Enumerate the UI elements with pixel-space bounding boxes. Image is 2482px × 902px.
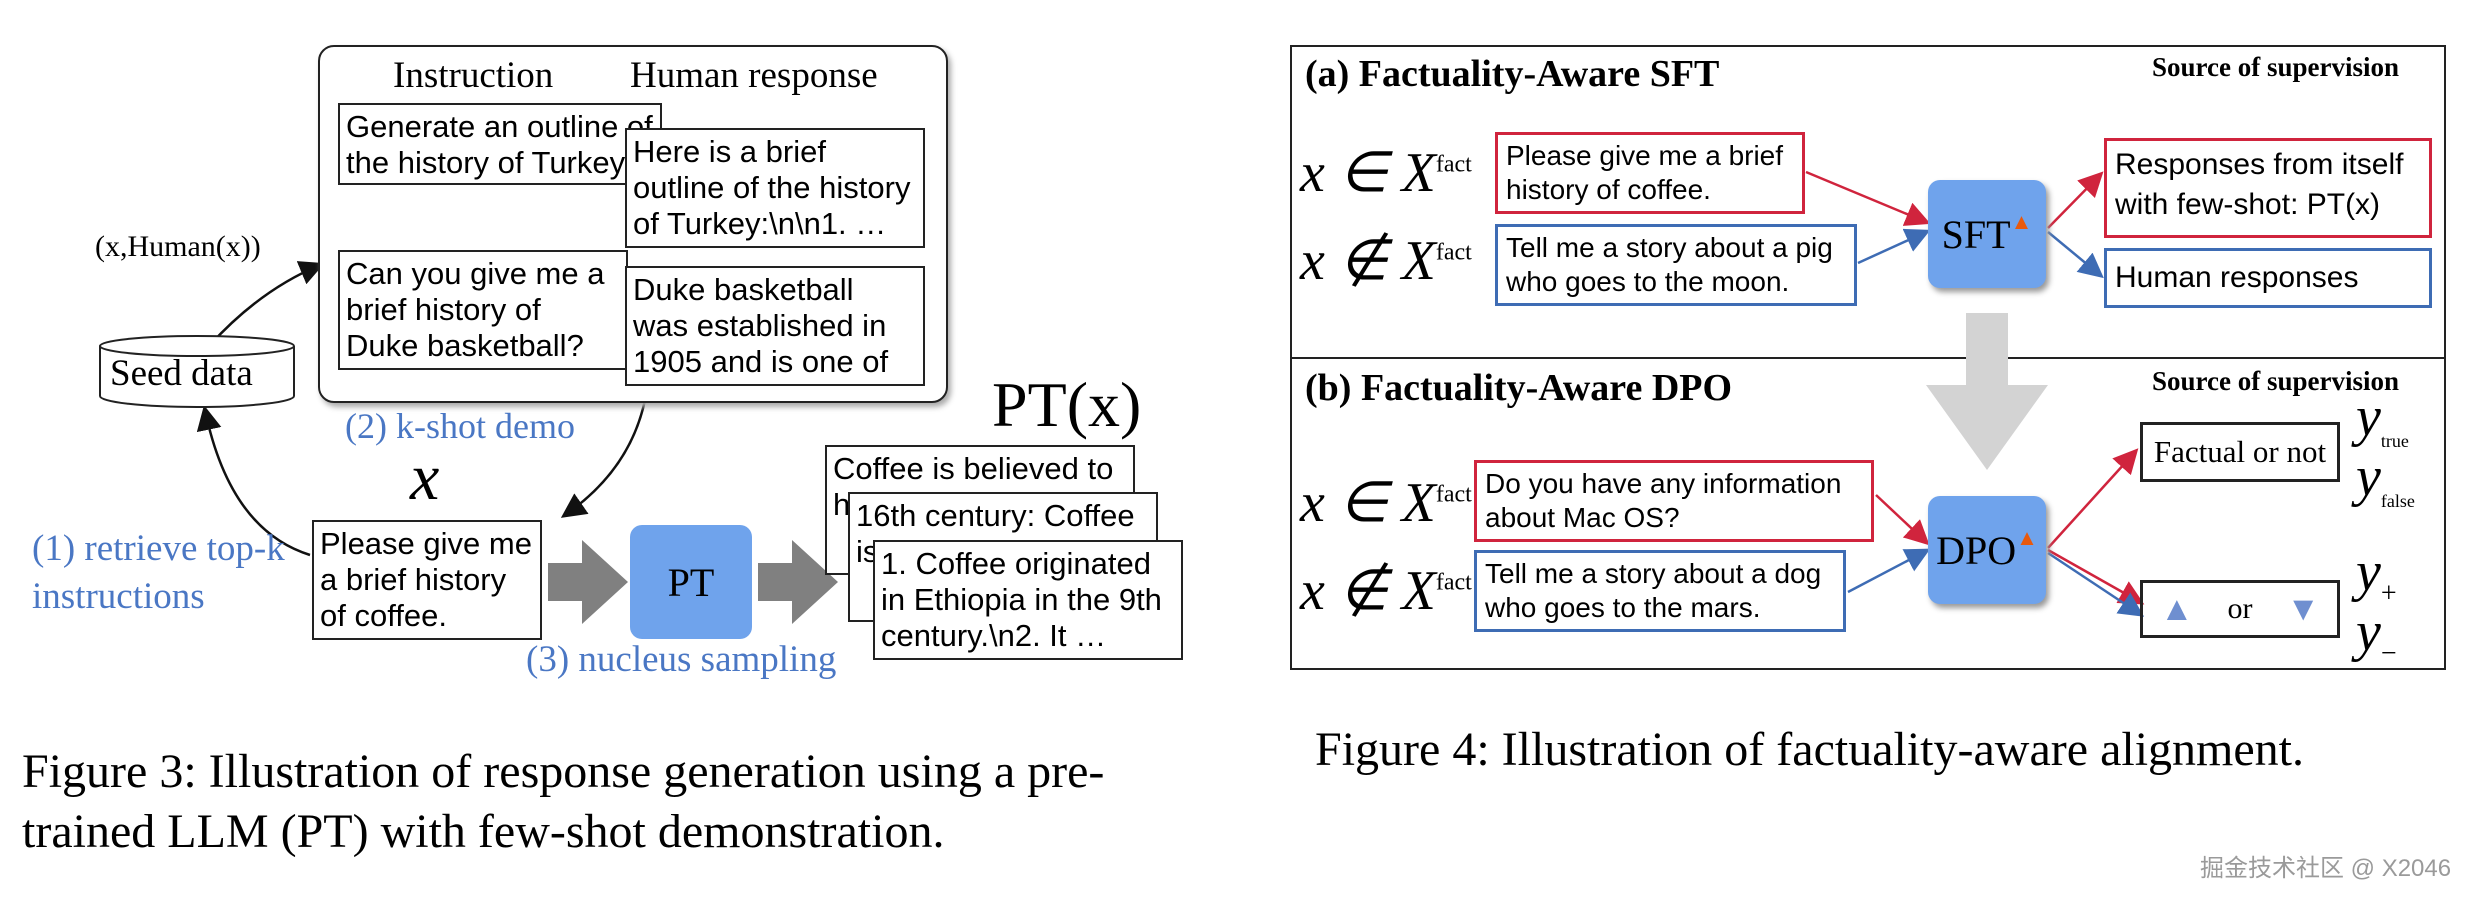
dpo-model-label: DPO	[1936, 527, 2017, 573]
thumbs-down-icon: ▼	[2286, 589, 2321, 628]
dpo-not-fact-sup: fact	[1435, 569, 1472, 596]
section-a-source: Source of supervision	[2152, 52, 2400, 82]
sft-not-fact-label: x ∉ Xfact	[1300, 228, 1472, 293]
output-box-3: 1. Coffee originated in Ethiopia in the …	[873, 540, 1183, 660]
sft-in-fact-label: x ∈ Xfact	[1300, 140, 1472, 205]
dpo-in-fact-text: x ∈ X	[1300, 472, 1436, 534]
query-to-pt-arrow	[548, 540, 628, 624]
sft-nonfact-query-box: Tell me a story about a pig who goes to …	[1495, 224, 1857, 306]
section-b-source: Source of supervision	[2152, 366, 2400, 396]
sft-in-fact-text: x ∈ X	[1300, 142, 1436, 204]
seed-to-demo-arrow	[209, 261, 325, 346]
or-label: or	[2227, 592, 2253, 625]
dpo-not-fact-label: x ∉ Xfact	[1300, 558, 1472, 623]
y-minus-sub: −	[2380, 638, 2397, 670]
pt-model-box: PT	[630, 525, 752, 639]
factual-or-not-label: Factual or not	[2153, 434, 2327, 469]
dpo-in-fact-label: x ∈ Xfact	[1300, 470, 1472, 535]
demo1-response-box: Here is a brief outline of the history o…	[625, 128, 925, 248]
sft-model-box: SFT ▲	[1928, 180, 2046, 288]
dpo-nonfact-query-box: Tell me a story about a dog who goes to …	[1474, 550, 1846, 632]
dpo-not-fact-text: x ∉ X	[1300, 560, 1436, 622]
watermark: 掘金技术社区 @ X2046	[2200, 855, 2452, 882]
figure4-caption: Figure 4: Illustration of factuality-awa…	[1315, 723, 2305, 776]
fig4-frame	[1290, 45, 2446, 670]
y-plus-sub: +	[2380, 578, 2397, 610]
demo2-response-box: Duke basketball was established in 1905 …	[625, 266, 925, 386]
y-false-sub: false	[2380, 491, 2415, 512]
sft-in-fact-sup: fact	[1435, 151, 1472, 178]
y-minus-label: y−	[2356, 601, 2397, 670]
kshot-demo-label: (2) k-shot demo	[345, 406, 575, 446]
ptx-label: PT(x)	[992, 368, 1141, 442]
seed-data-cylinder: Seed data	[98, 334, 296, 410]
sft-model-label: SFT	[1941, 211, 2011, 257]
dpo-fact-query-box: Do you have any information about Mac OS…	[1474, 460, 1874, 542]
sft-not-fact-sup: fact	[1435, 239, 1472, 266]
fire-icon: ▲	[2016, 525, 2038, 550]
preference-box: ▲ or ▼	[2140, 580, 2340, 638]
y-true-sub: true	[2380, 431, 2409, 452]
section-a-title: (a) Factuality-Aware SFT	[1305, 53, 1720, 95]
demo2-instruction-box: Can you give me a brief history of Duke …	[338, 250, 628, 370]
y-false-label: yfalse	[2356, 446, 2415, 512]
retrieve-label-text: (1) retrieve top-k instructions	[32, 528, 285, 617]
thumbs-up-icon: ▲	[2159, 589, 2194, 628]
ptx-label-text: PT(x)	[992, 369, 1142, 440]
pt-to-output-arrow	[758, 540, 838, 624]
demo-to-query-arrow	[560, 399, 647, 518]
instruction-column-header: Instruction	[393, 55, 554, 96]
y-true-label: ytrue	[2356, 386, 2409, 452]
nucleus-sampling-label: (3) nucleus sampling	[526, 639, 837, 680]
dpo-model-box: DPO ▲	[1928, 496, 2046, 604]
retrieve-arrow	[196, 405, 311, 557]
demo1-instruction-box: Generate an outline of the history of Tu…	[338, 103, 662, 185]
query-x-label: x	[410, 441, 440, 514]
retrieve-label: (1) retrieve top-k instructions	[32, 525, 312, 621]
sft-not-fact-text: x ∉ X	[1300, 230, 1436, 292]
pt-model-label: PT	[667, 559, 715, 605]
query-box: Please give me a brief history of coffee…	[312, 520, 542, 640]
sft-human-response-box: Human responses	[2104, 248, 2432, 308]
factual-or-not-box: Factual or not	[2140, 422, 2340, 482]
pair-label-text: (x,Human(x))	[95, 230, 261, 263]
section-b-title: (b) Factuality-Aware DPO	[1305, 367, 1733, 409]
seed-data-label: Seed data	[110, 353, 253, 394]
sft-to-dpo-arrow	[1926, 313, 2048, 470]
dpo-in-fact-sup: fact	[1435, 481, 1472, 508]
fire-icon: ▲	[2010, 209, 2033, 234]
human-response-column-header: Human response	[630, 55, 878, 96]
sft-self-response-box: Responses from itself with few-shot: PT(…	[2104, 138, 2432, 238]
sft-fact-query-box: Please give me a brief history of coffee…	[1495, 132, 1805, 214]
figure3-caption: Figure 3: Illustration of response gener…	[22, 745, 1105, 858]
pair-label: (x,Human(x))	[95, 230, 261, 264]
y-plus-label: y+	[2356, 541, 2397, 610]
